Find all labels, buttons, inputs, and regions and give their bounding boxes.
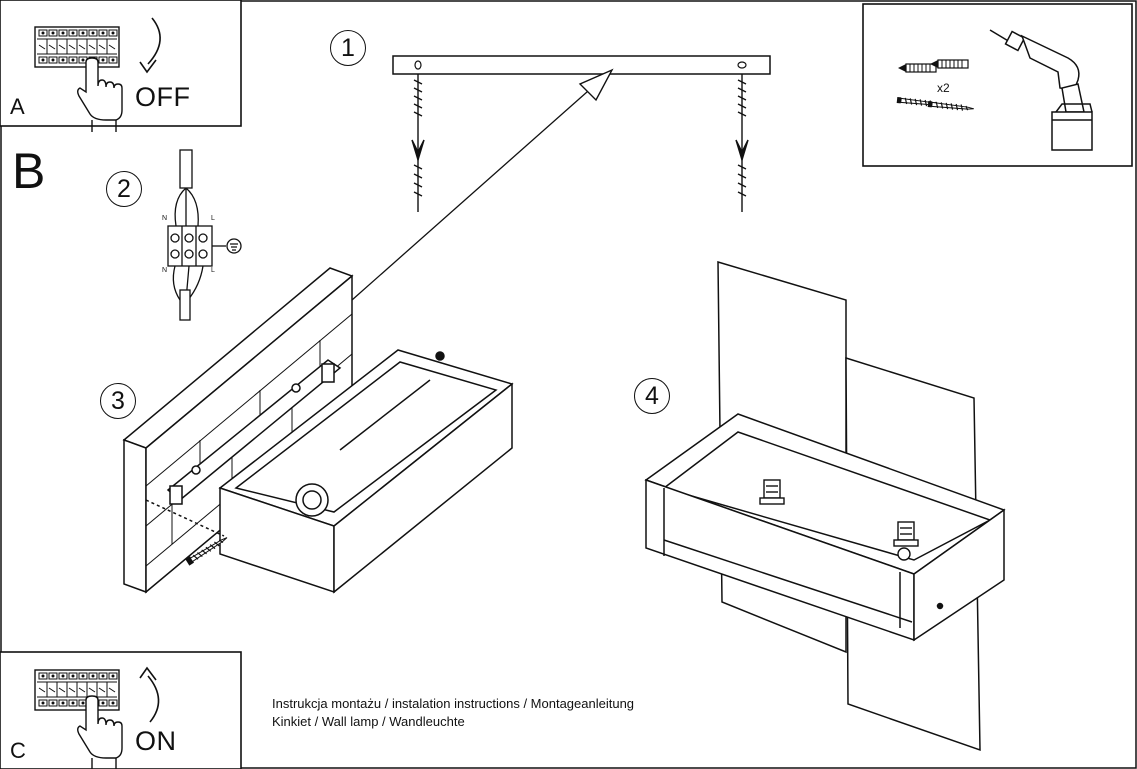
panel-c-state-label: ON: [135, 726, 177, 756]
step-4-finished-lamp: [644, 260, 1006, 752]
terminal-label-l-bottom: L: [211, 267, 215, 274]
step-3-number: 3: [100, 383, 136, 419]
tools-panel: [862, 3, 1133, 167]
ground-icon: [226, 238, 242, 254]
terminal-label-n-top: N: [162, 215, 168, 222]
drill-icon: [989, 29, 1093, 151]
wall-plug-icon: [929, 59, 969, 69]
terminal-label-n-bottom: N: [162, 267, 168, 274]
terminal-label-l-top: L: [211, 215, 215, 222]
panel-a-letter: A: [10, 94, 25, 119]
panel-c-letter: C: [10, 738, 26, 763]
step-2-wiring-terminal: [167, 149, 242, 321]
step-2-number: 2: [106, 171, 142, 207]
step-1-mounting-rail: [392, 55, 771, 212]
circuit-breaker-icon: [34, 26, 120, 68]
panel-c-switch-on: [0, 651, 242, 769]
step-3-wall-mounting: [122, 267, 514, 594]
assembly-arrow: [351, 68, 614, 301]
wall-plug-icon: [897, 63, 937, 73]
panel-a-state-label: OFF: [135, 82, 191, 112]
panel-a-switch-off: [0, 0, 242, 133]
caption-line-1: Instrukcja montażu / instalation instruc…: [272, 696, 635, 711]
arrow-down-icon: [139, 17, 161, 74]
caption-line-2: Kinkiet / Wall lamp / Wandleuchte: [272, 714, 465, 729]
step-4-number: 4: [634, 378, 670, 414]
step-1-number: 1: [330, 30, 366, 66]
circuit-breaker-icon: [34, 669, 120, 711]
panel-b-letter: B: [12, 143, 46, 199]
arrow-up-icon: [139, 666, 160, 723]
fixings-quantity-label: x2: [937, 81, 950, 95]
